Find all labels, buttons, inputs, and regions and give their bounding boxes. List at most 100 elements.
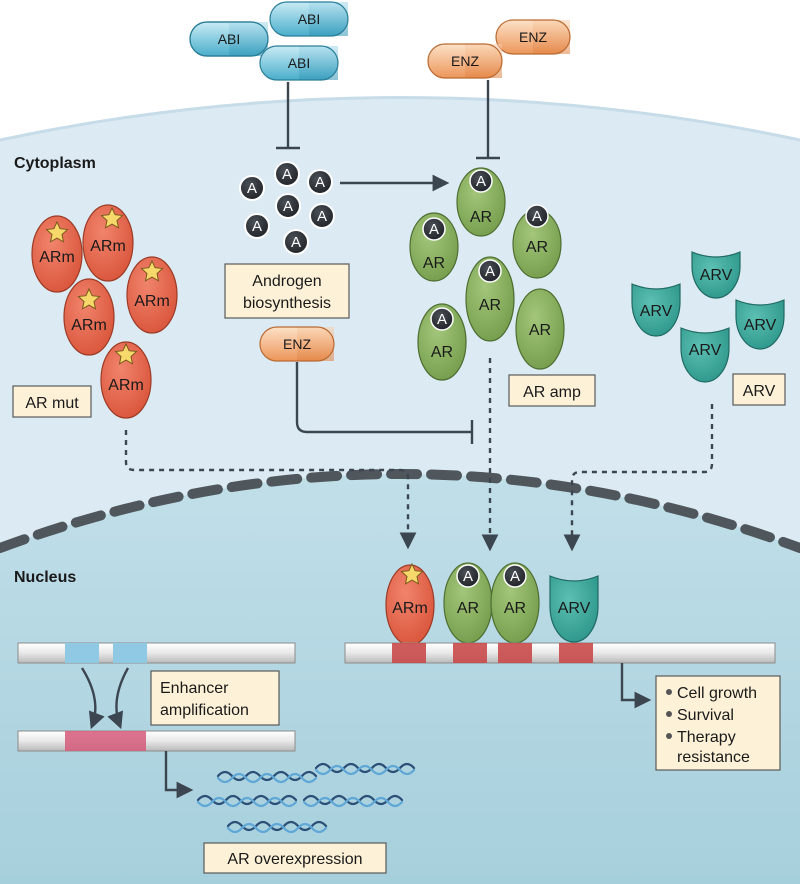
androgen-biosynthesis-box: Androgen biosynthesis [224, 263, 350, 319]
svg-text:A: A [283, 198, 293, 215]
androgen-molecule: A [274, 161, 300, 187]
mrna-transcript [302, 794, 404, 808]
ar-variant-receptor: ARV [691, 251, 741, 299]
svg-text:A: A [463, 568, 473, 585]
androgen-cluster: A A A A A A A [239, 161, 335, 255]
target-gene-dna [344, 642, 776, 664]
abi-label: ABI [288, 55, 311, 71]
svg-text:AR: AR [479, 297, 501, 314]
ar-mutant-cluster: ARm ARm ARm ARm ARm [31, 204, 178, 419]
svg-text:A: A [532, 208, 542, 225]
enhancer-curve-arrow [107, 667, 130, 730]
svg-text:ARV: ARV [640, 303, 673, 320]
mrna-transcript [196, 794, 298, 808]
androgen-molecule: A [239, 175, 265, 201]
svg-text:ARm: ARm [39, 249, 75, 266]
androgen-biosynthesis-label: Androgen [252, 273, 321, 290]
svg-text:AR: AR [431, 344, 453, 361]
ar-variant-receptor: ARV [680, 327, 730, 383]
abi-label: ABI [298, 11, 321, 27]
ar-receptor: AAR [409, 212, 459, 282]
ar-mut-label: AR mut [25, 395, 79, 412]
abi-drug-pill: ABI [259, 45, 339, 81]
svg-text:A: A [437, 311, 447, 328]
enhancer-amplification-box: Enhancer amplification [150, 670, 280, 726]
arv-box: ARV [732, 373, 786, 406]
ar-variant-receptor: ARV [549, 575, 599, 643]
outcomes-box: Cell growth Survival Therapy resistance [655, 675, 781, 771]
mutation-star-icon [100, 206, 124, 229]
mrna-transcript [314, 762, 416, 776]
androgen-molecule: A [283, 229, 309, 255]
enhancer-label: Enhancer [160, 680, 229, 697]
nuclear-receptor-complex: ARm A AR A AR ARV [385, 562, 599, 646]
outcome-item: Therapy [677, 729, 736, 746]
svg-text:ARV: ARV [558, 600, 591, 617]
svg-text:A: A [476, 173, 486, 190]
ar-receptor: A AR [456, 167, 506, 237]
ar-receptor: AR [515, 288, 565, 370]
outcome-item: Cell growth [677, 685, 757, 702]
outcome-item: resistance [677, 749, 750, 766]
abi-inhibition [276, 82, 300, 150]
androgen-molecule: A [244, 213, 270, 239]
ar-variant-receptor: ARV [631, 283, 681, 337]
mutation-star-icon [77, 287, 101, 310]
svg-text:ARm: ARm [392, 600, 428, 617]
arv-cluster: ARV ARV ARV ARV [631, 251, 785, 383]
nucleus-label: Nucleus [14, 569, 76, 586]
svg-text:ARm: ARm [71, 317, 107, 334]
nuclear-envelope [0, 469, 800, 553]
ar-overexpression-box: AR overexpression [203, 842, 387, 874]
abi-drug-pill: ABI [189, 21, 269, 57]
svg-text:ARV: ARV [744, 317, 777, 334]
enhancer-dna-top [17, 642, 296, 664]
ar-amp-cluster: AAR AAR AAR AAR AAR AR [409, 167, 565, 381]
svg-text:AR: AR [504, 600, 526, 617]
ar-mutant-receptor: ARm [82, 204, 134, 282]
svg-text:AR: AR [457, 600, 479, 617]
svg-text:A: A [291, 234, 301, 251]
svg-text:A: A [485, 263, 495, 280]
ar-receptor: A AR [443, 562, 493, 644]
svg-text:A: A [317, 208, 327, 225]
svg-text:AR: AR [470, 209, 492, 226]
mutation-star-icon [140, 259, 164, 282]
abi-label: ABI [218, 31, 241, 47]
ar-mutant-receptor: ARm [100, 341, 152, 419]
ar-mutant-receptor: ARm [126, 256, 178, 334]
svg-text:ARV: ARV [689, 342, 722, 359]
arv-translocation-arrow [563, 404, 714, 552]
svg-text:AR: AR [529, 322, 551, 339]
enz-drug-pill: ENZ [495, 19, 571, 55]
enhancer-curve-arrow [80, 667, 105, 730]
svg-text:A: A [510, 568, 520, 585]
enz-nuclear-import-inhibition [295, 362, 474, 444]
target-gene-output-arrow [620, 663, 652, 709]
mutation-star-icon [114, 342, 138, 365]
androgen-molecule: A [307, 169, 333, 195]
enz-label: ENZ [519, 29, 547, 45]
svg-text:ARV: ARV [700, 267, 733, 284]
enz-drug-pill: ENZ [427, 43, 503, 79]
ar-transcripts [196, 762, 416, 834]
svg-text:A: A [429, 221, 439, 238]
enz-drug-pill: ENZ [259, 326, 335, 362]
androgen-molecule: A [309, 203, 335, 229]
svg-text:A: A [252, 218, 262, 235]
ar-receptor: A AR [512, 204, 562, 279]
ar-receptor: A AR [465, 256, 515, 342]
svg-text:ARm: ARm [90, 238, 126, 255]
ar-mutant-receptor: ARm [385, 562, 435, 646]
enz-label: ENZ [283, 336, 311, 352]
arv-label: ARV [743, 383, 776, 400]
nucleus-region [0, 474, 800, 884]
mrna-transcript [226, 820, 328, 834]
androgen-biosynthesis-label: biosynthesis [243, 295, 331, 312]
abi-drug-pill: ABI [269, 1, 349, 37]
outcome-item: Survival [677, 707, 734, 724]
ar-overexpression-label: AR overexpression [227, 851, 362, 868]
ar-amp-box: AR amp [508, 374, 596, 407]
svg-text:AR: AR [526, 239, 548, 256]
svg-text:ARm: ARm [108, 377, 144, 394]
